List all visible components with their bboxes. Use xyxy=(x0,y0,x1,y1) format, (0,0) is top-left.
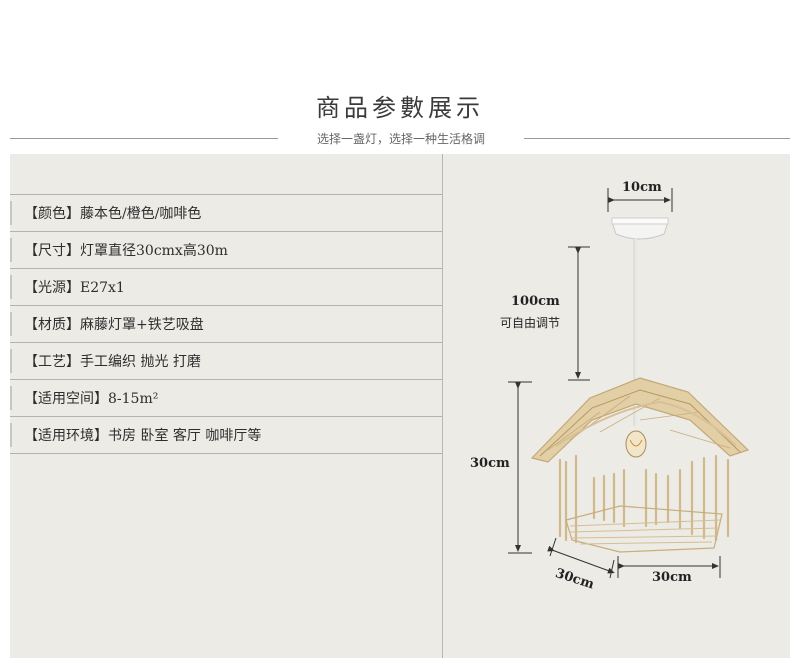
shade-width-label: 30cm xyxy=(652,570,692,585)
spec-row-light-source: 【光源】E27x1 xyxy=(10,269,442,306)
spec-row-environment: 【适用环境】书房 卧室 客厅 咖啡厅等 xyxy=(10,417,442,454)
spec-row-material: 【材质】麻藤灯罩+铁艺吸盘 xyxy=(10,306,442,343)
spec-environment: 【适用环境】书房 卧室 客厅 咖啡厅等 xyxy=(24,428,262,444)
spec-size: 【尺寸】灯罩直径30cmx高30m xyxy=(24,243,228,259)
subtitle-bar: 选择一盏灯，选择一种生活格调 xyxy=(0,130,800,146)
shade-width-dimension xyxy=(617,556,721,578)
spec-column: 【颜色】藤本色/橙色/咖啡色 【尺寸】灯罩直径30cmx高30m 【光源】E27… xyxy=(10,154,443,658)
shade-height-dimension xyxy=(508,381,532,554)
shade-depth-dimension xyxy=(547,537,615,579)
spec-space: 【适用空间】8-15m² xyxy=(24,391,159,407)
cord-length-label: 100cm xyxy=(511,294,560,309)
cord-dimension xyxy=(568,246,590,381)
spec-light-source: 【光源】E27x1 xyxy=(24,280,125,296)
cord-note-label: 可自由调节 xyxy=(500,316,561,330)
page-title: 商品参數展示 xyxy=(316,94,484,122)
subtitle: 选择一盏灯，选择一种生活格调 xyxy=(316,132,485,146)
spec-list: 【颜色】藤本色/橙色/咖啡色 【尺寸】灯罩直径30cmx高30m 【光源】E27… xyxy=(10,194,442,454)
ceiling-canopy xyxy=(611,217,669,240)
canopy-dimension xyxy=(607,188,673,212)
shade-height-label: 30cm xyxy=(470,456,510,471)
spec-row-color: 【颜色】藤本色/橙色/咖啡色 xyxy=(10,194,442,232)
rattan-shade xyxy=(530,377,750,553)
subtitle-rule-left xyxy=(10,138,278,139)
spec-craft: 【工艺】手工编织 抛光 打磨 xyxy=(24,354,201,370)
canopy-width-label: 10cm xyxy=(622,180,662,195)
spec-row-space: 【适用空间】8-15m² xyxy=(10,380,442,417)
spec-material: 【材质】麻藤灯罩+铁艺吸盘 xyxy=(24,317,204,333)
spec-color: 【颜色】藤本色/橙色/咖啡色 xyxy=(24,206,202,222)
spec-row-size: 【尺寸】灯罩直径30cmx高30m xyxy=(10,232,442,269)
spec-row-craft: 【工艺】手工编织 抛光 打磨 xyxy=(10,343,442,380)
subtitle-rule-right xyxy=(524,138,790,139)
